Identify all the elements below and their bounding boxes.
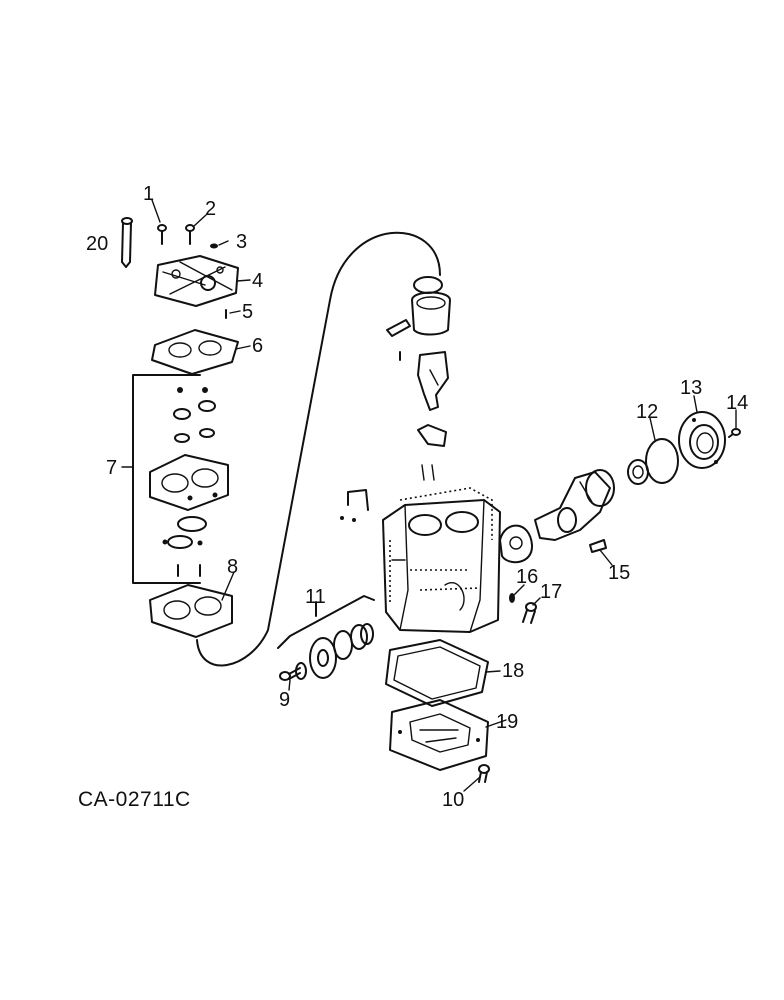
- part-7-group-bracket: [132, 374, 201, 584]
- callout-13: 13: [680, 377, 702, 399]
- callout-2: 2: [205, 198, 216, 220]
- part-10-bolt: [478, 764, 490, 783]
- part-6-gasket: [151, 329, 239, 375]
- part-1-bolt: [157, 224, 167, 245]
- callout-14: 14: [726, 392, 748, 414]
- callout-5: 5: [242, 301, 253, 323]
- part-16-pin: [509, 593, 515, 603]
- part-12-o-ring: [645, 438, 679, 484]
- part-4-cylinder-head: [154, 255, 239, 307]
- part-3-washer: [210, 243, 218, 249]
- callout-8: 8: [227, 556, 238, 578]
- callout-6: 6: [252, 335, 263, 357]
- bearing: [627, 459, 649, 485]
- callout-15: 15: [608, 562, 630, 584]
- part-17-bolt: [522, 602, 537, 624]
- part-7-valve-parts: [149, 387, 229, 577]
- callout-18: 18: [502, 660, 524, 682]
- callout-10: 10: [442, 789, 464, 811]
- callout-3: 3: [236, 231, 247, 253]
- part-8-gasket: [149, 584, 233, 638]
- callout-12: 12: [636, 401, 658, 423]
- callout-9: 9: [279, 689, 290, 711]
- callout-17: 17: [540, 581, 562, 603]
- callout-11: 11: [305, 586, 326, 608]
- callout-labels: 1 2 3 4 5 6 7 8 9 10 11 12 13 14 15 16 1…: [86, 183, 748, 811]
- part-15-key: [589, 539, 607, 553]
- clip-parts: [340, 489, 369, 522]
- crankcase-block: [382, 487, 501, 633]
- part-20-long-bolt: [121, 217, 133, 268]
- part-9-bolt: [279, 667, 301, 681]
- callout-19: 19: [496, 711, 518, 733]
- callout-16: 16: [516, 566, 538, 588]
- part-14-screw: [728, 428, 741, 438]
- part-18-gasket: [385, 639, 489, 707]
- crankshaft: [534, 469, 615, 541]
- leader-lines: [121, 199, 737, 792]
- part-19-bottom-plate: [389, 699, 489, 771]
- part-11-group-bracket: [277, 595, 375, 649]
- piston-assembly: [386, 276, 451, 481]
- callout-7: 7: [106, 457, 117, 479]
- drawing-code-label: CA-02711C: [78, 788, 191, 811]
- assembly-connector-line: [196, 231, 441, 667]
- shaft-seal-assembly: [295, 623, 374, 680]
- part-2-bolt: [185, 224, 195, 245]
- callout-1: 1: [143, 183, 154, 205]
- bearing-plate: [499, 524, 534, 564]
- callout-20: 20: [86, 233, 108, 255]
- callout-4: 4: [252, 270, 263, 292]
- part-13-end-cover: [678, 411, 726, 469]
